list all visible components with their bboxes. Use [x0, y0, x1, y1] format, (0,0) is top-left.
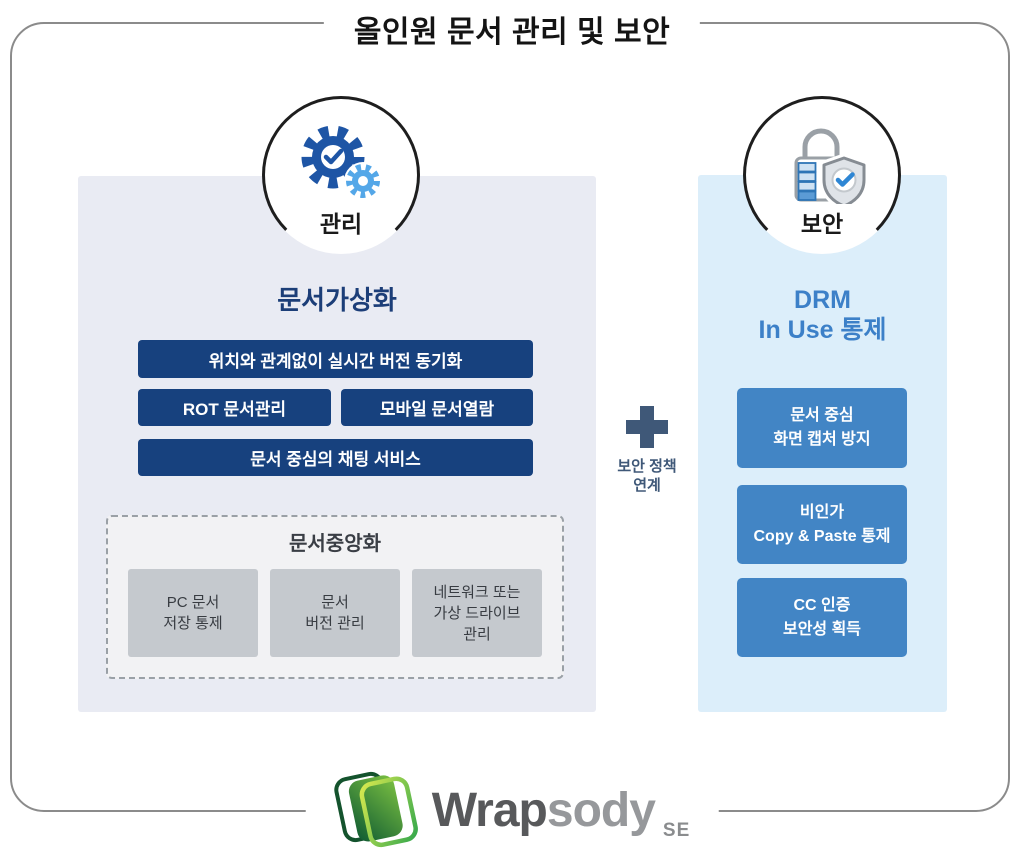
security-panel: DRM In Use 통제 문서 중심 화면 캡처 방지 비인가 Copy & … — [698, 175, 947, 712]
management-badge-label: 관리 — [319, 211, 363, 237]
policy-link-label: 보안 정책 연계 — [617, 458, 677, 494]
feature-mobile: 모바일 문서열람 — [341, 389, 533, 426]
feature-sync: 위치와 관계없이 실시간 버전 동기화 — [138, 340, 533, 378]
feature-chat: 문서 중심의 채팅 서비스 — [138, 439, 533, 476]
wrapsody-logo: Wrapsody SE — [305, 764, 719, 857]
feature-capture-prevention: 문서 중심 화면 캡처 방지 — [737, 388, 907, 468]
wrapsody-logo-text: Wrapsody — [431, 783, 656, 838]
security-badge: 보안 — [743, 96, 901, 254]
centralization-row: PC 문서 저장 통제 문서 버전 관리 네트워크 또는 가상 드라이브 관리 — [108, 569, 562, 657]
page-title: 올인원 문서 관리 및 보안 — [323, 7, 701, 51]
lock-shield-icon — [772, 121, 872, 204]
centralization-item-network: 네트워크 또는 가상 드라이브 관리 — [412, 569, 542, 657]
centralization-group: 문서중앙화 PC 문서 저장 통제 문서 버전 관리 네트워크 또는 가상 드라… — [106, 515, 564, 679]
feature-rot: ROT 문서관리 — [138, 389, 331, 426]
management-badge: 관리 — [262, 96, 420, 254]
management-section-title: 문서가상화 — [277, 285, 397, 315]
feature-copy-paste-control: 비인가 Copy & Paste 통제 — [737, 485, 907, 564]
policy-link-connector: 보안 정책 연계 — [596, 406, 698, 495]
centralization-title: 문서중앙화 — [289, 533, 381, 555]
centralization-item-pc: PC 문서 저장 통제 — [128, 569, 258, 657]
plus-icon — [626, 406, 668, 448]
security-badge-label: 보안 — [800, 211, 844, 237]
logo-edition-label: SE — [662, 820, 691, 841]
logo-text-primary: Wrap — [431, 783, 548, 837]
centralization-item-version: 문서 버전 관리 — [270, 569, 400, 657]
logo-text-secondary: sody — [546, 783, 656, 837]
wrapsody-logo-icon — [334, 764, 422, 857]
gear-check-icon — [293, 121, 389, 203]
security-section-title: DRM In Use 통제 — [758, 286, 887, 344]
feature-cc-certification: CC 인증 보안성 획득 — [737, 578, 907, 657]
management-panel: 문서가상화 위치와 관계없이 실시간 버전 동기화 ROT 문서관리 모바일 문… — [78, 176, 596, 712]
